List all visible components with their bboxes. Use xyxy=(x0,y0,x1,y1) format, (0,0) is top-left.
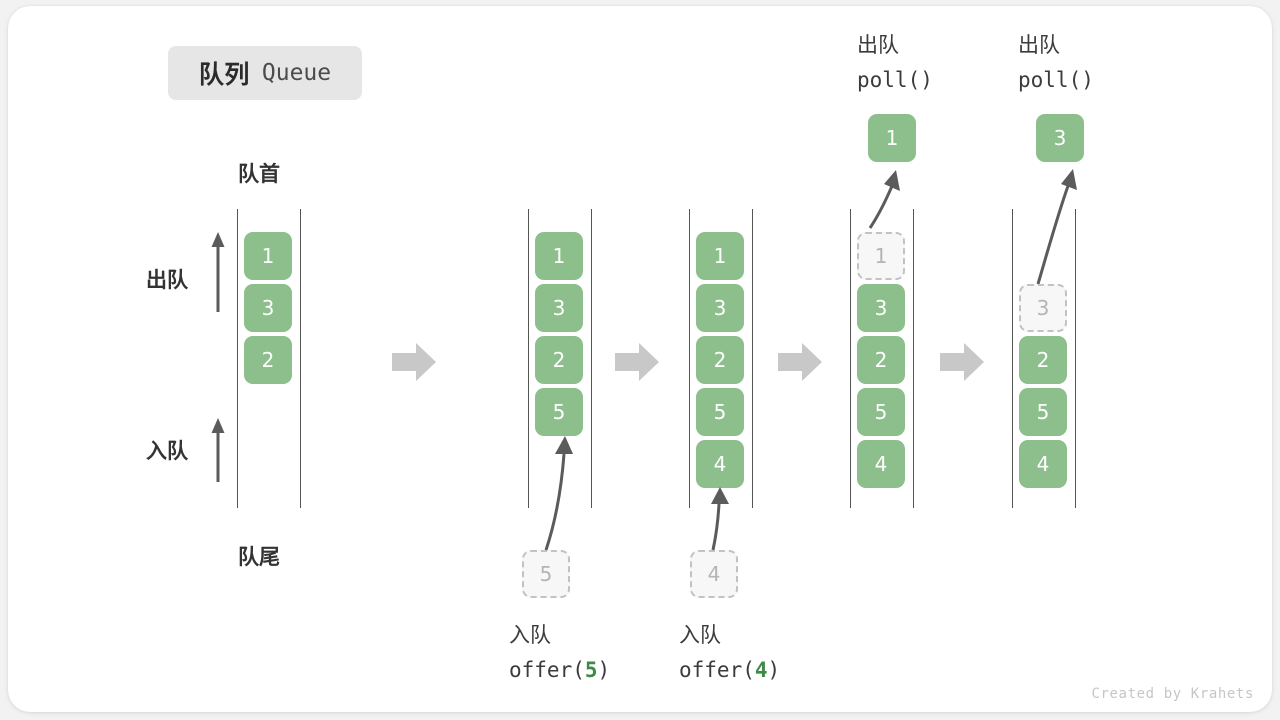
stage-caption-code: poll() xyxy=(857,68,933,92)
step-arrow-icon xyxy=(615,343,659,381)
step-arrow-icon xyxy=(778,343,822,381)
stage-caption: 入队 offer(4) xyxy=(679,618,780,688)
enqueue-flow-arrow xyxy=(544,436,573,551)
queue-cell: 2 xyxy=(535,336,583,384)
stage-caption-cn: 出队 xyxy=(1018,34,1060,57)
diagram-card: 队列 Queue 队首 队尾 出队 入队 1 3 2 1 3 2 xyxy=(8,6,1272,712)
queue-cell: 5 xyxy=(696,388,744,436)
queue-rail-right xyxy=(913,209,914,508)
popped-element: 1 xyxy=(868,114,916,162)
diagram-stage: 队列 Queue 队首 队尾 出队 入队 1 3 2 1 3 2 xyxy=(8,6,1272,712)
stage-caption: 入队 offer(5) xyxy=(509,618,610,688)
queue-rail-left xyxy=(237,209,238,508)
queue-rail-left xyxy=(1012,209,1013,508)
stage-caption-cn: 入队 xyxy=(509,624,551,647)
queue-cell-removed: 3 xyxy=(1019,284,1067,332)
stage-caption: 出队 poll() xyxy=(857,28,933,98)
queue-cell: 2 xyxy=(857,336,905,384)
queue-cell-new: 4 xyxy=(696,440,744,488)
queue-cell: 3 xyxy=(857,284,905,332)
queue-rail-right xyxy=(1075,209,1076,508)
enqueue-direction-label: 入队 xyxy=(146,440,188,463)
queue-rail-left xyxy=(689,209,690,508)
queue-cell: 3 xyxy=(696,284,744,332)
stage-caption-cn: 入队 xyxy=(679,624,721,647)
diagram-title-badge: 队列 Queue xyxy=(168,46,362,100)
dequeue-direction-arrow xyxy=(211,232,225,312)
queue-cell: 1 xyxy=(535,232,583,280)
queue-rail-right xyxy=(752,209,753,508)
tail-label: 队尾 xyxy=(238,546,280,569)
queue-cell: 3 xyxy=(244,284,292,332)
incoming-element-ghost: 5 xyxy=(522,550,570,598)
title-chinese: 队列 xyxy=(198,61,250,89)
queue-rail-left xyxy=(850,209,851,508)
queue-rail-right xyxy=(300,209,301,508)
queue-cell: 4 xyxy=(1019,440,1067,488)
queue-cell: 5 xyxy=(857,388,905,436)
enqueue-direction-arrow xyxy=(211,418,225,482)
queue-cell: 1 xyxy=(244,232,292,280)
popped-element: 3 xyxy=(1036,114,1084,162)
queue-cell-removed: 1 xyxy=(857,232,905,280)
head-label: 队首 xyxy=(238,163,280,186)
stage-caption: 出队 poll() xyxy=(1018,28,1094,98)
step-arrow-icon xyxy=(392,343,436,381)
queue-cell: 4 xyxy=(857,440,905,488)
stage-caption-code: poll() xyxy=(1018,68,1094,92)
queue-cell: 3 xyxy=(535,284,583,332)
stage-caption-code: offer(5) xyxy=(509,658,611,682)
incoming-element-ghost: 4 xyxy=(690,550,738,598)
queue-cell: 1 xyxy=(696,232,744,280)
step-arrow-icon xyxy=(940,343,984,381)
dequeue-direction-label: 出队 xyxy=(146,269,188,292)
queue-cell: 5 xyxy=(1019,388,1067,436)
enqueue-flow-arrow xyxy=(711,487,729,551)
dequeue-flow-arrow xyxy=(1036,169,1077,285)
queue-rail-left xyxy=(528,209,529,508)
stage-caption-cn: 出队 xyxy=(857,34,899,57)
dequeue-flow-arrow xyxy=(868,170,900,229)
title-english: Queue xyxy=(261,60,332,86)
queue-rail-right xyxy=(591,209,592,508)
queue-cell: 2 xyxy=(1019,336,1067,384)
queue-cell: 2 xyxy=(244,336,292,384)
queue-cell: 2 xyxy=(696,336,744,384)
watermark-credit: Created by Krahets xyxy=(1091,686,1254,702)
stage-caption-code: offer(4) xyxy=(679,658,781,682)
queue-cell-new: 5 xyxy=(535,388,583,436)
